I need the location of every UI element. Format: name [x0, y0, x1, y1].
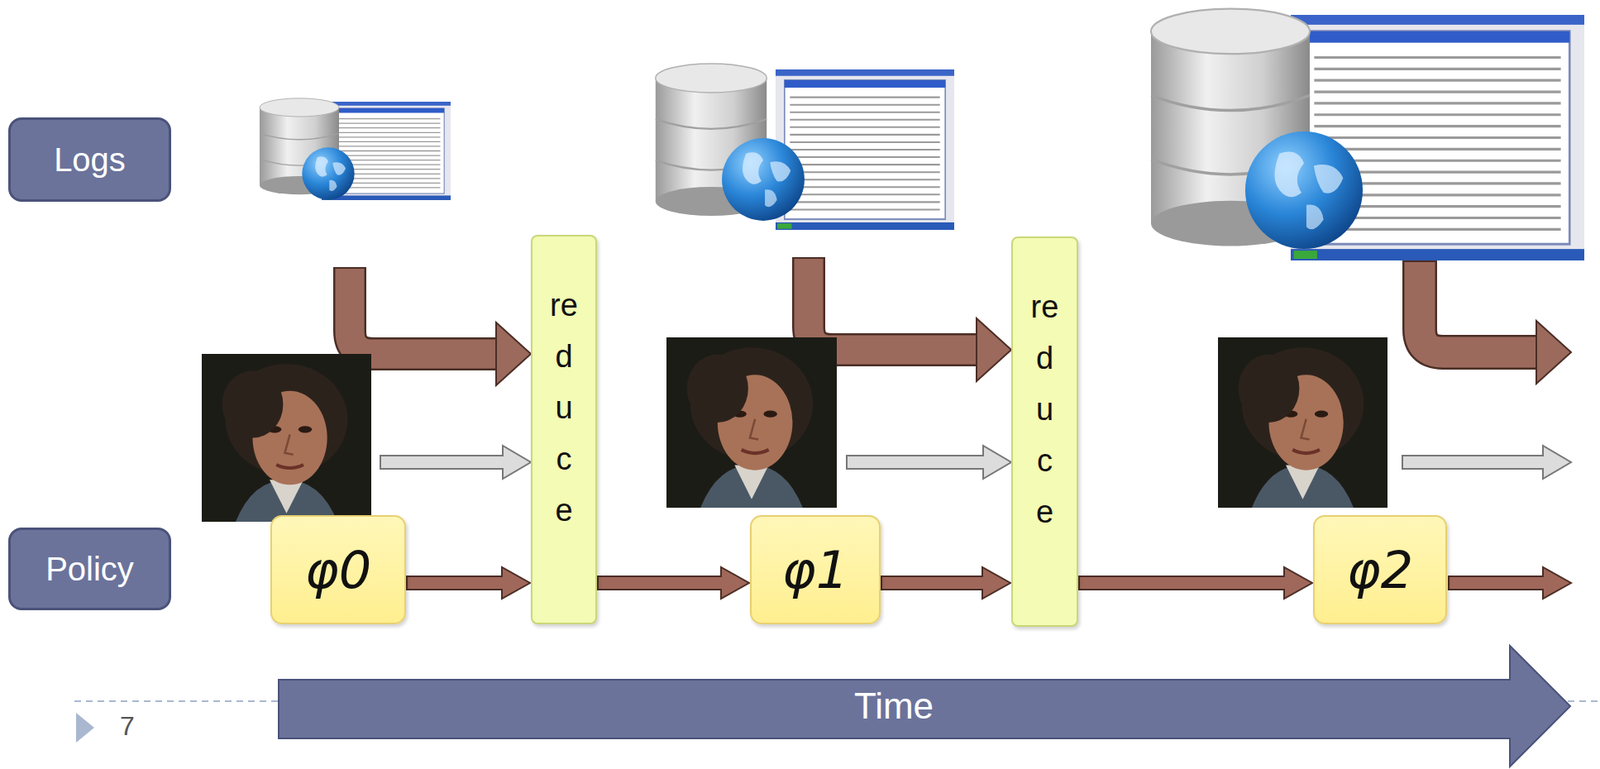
person-photo [1217, 337, 1388, 508]
person-photo [201, 353, 372, 522]
slide-marker [76, 712, 95, 743]
reduce-bar: reduce [530, 234, 598, 625]
node-text: φ2 [1346, 539, 1414, 601]
node-text: reduce [1029, 281, 1061, 538]
reduce-bar: reduce [1011, 236, 1079, 627]
globe-icon [721, 138, 805, 221]
grey-arrow [846, 445, 1012, 479]
node-text: φ1 [782, 539, 849, 601]
node-text: Policy [45, 550, 134, 588]
grey-arrow [380, 445, 531, 479]
section-label: Logs [8, 117, 172, 202]
policy-arrow [406, 567, 531, 599]
globe-icon [301, 147, 354, 200]
person-photo [666, 337, 837, 508]
time-arrow-outline [278, 645, 1571, 767]
log-arrow [349, 267, 531, 386]
policy-arrow [1079, 567, 1313, 599]
policy-arrow [881, 567, 1011, 599]
policy-box: φ1 [749, 515, 881, 625]
node-text: reduce [548, 279, 580, 536]
section-label: Policy [8, 527, 172, 611]
policy-box: φ2 [1313, 515, 1448, 625]
node-text: Time [854, 685, 934, 727]
node-text: φ0 [305, 539, 372, 601]
policy-arrow [1448, 567, 1572, 599]
log-screenshot [775, 69, 955, 230]
node-text: Logs [53, 141, 126, 179]
grey-arrow [1402, 445, 1572, 479]
page-number: 7 [119, 711, 135, 742]
time-arrow: Time [277, 644, 1572, 768]
log-arrow [808, 257, 1012, 382]
policy-arrow [597, 567, 750, 599]
policy-box: φ0 [270, 515, 406, 625]
log-arrow [1419, 260, 1572, 384]
globe-icon [1245, 131, 1363, 249]
